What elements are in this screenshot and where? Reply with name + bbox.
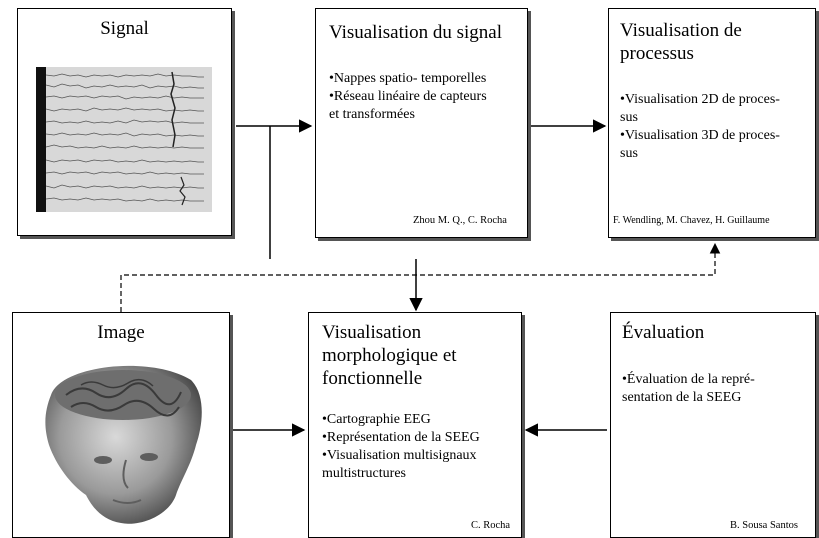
signal-box: Signal xyxy=(17,8,232,236)
vis-morpho-title: Visualisation morphologique et fonctionn… xyxy=(322,322,457,389)
dashed-link-image-to-process xyxy=(120,242,721,312)
list-item: sus xyxy=(620,110,638,125)
signal-title: Signal xyxy=(100,18,149,39)
eval-box: Évaluation •Évaluation de la repré- sent… xyxy=(610,312,816,538)
list-item: •Représentation de la SEEG xyxy=(322,430,480,445)
list-item: •Visualisation multisignaux xyxy=(322,448,477,463)
list-item: •Visualisation 3D de proces- xyxy=(620,128,780,143)
eval-list: •Évaluation de la repré- sentation de la… xyxy=(622,371,755,407)
list-item: multistructures xyxy=(322,466,406,481)
vis-morpho-list: •Cartographie EEG •Représentation de la … xyxy=(322,411,480,483)
list-item: •Cartographie EEG xyxy=(322,412,431,427)
eval-title: Évaluation xyxy=(622,322,705,343)
eval-credit: B. Sousa Santos xyxy=(730,520,798,531)
vis-process-credit: F. Wendling, M. Chavez, H. Guillaume xyxy=(613,215,770,226)
vis-morpho-credit: C. Rocha xyxy=(471,520,511,531)
vis-signal-credit: Zhou M. Q., C. Rocha xyxy=(413,215,507,226)
vis-process-title: Visualisation de processus xyxy=(620,20,742,64)
vis-process-box: Visualisation de processus •Visualisatio… xyxy=(608,8,816,238)
list-item: •Nappes spatio- temporelles xyxy=(329,71,487,86)
image-box: Image xyxy=(12,312,230,538)
list-item: •Visualisation 2D de proces- xyxy=(620,92,780,107)
signal-eeg-image xyxy=(36,67,212,212)
list-item: sus xyxy=(620,146,638,161)
list-item: •Évaluation de la repré- xyxy=(622,372,755,387)
list-item: •Réseau linéaire de capteurs xyxy=(329,89,487,104)
image-title: Image xyxy=(97,322,145,343)
vis-process-list: •Visualisation 2D de proces- sus •Visual… xyxy=(620,91,780,163)
vis-signal-title: Visualisation du signal xyxy=(329,22,503,43)
list-item: sentation de la SEEG xyxy=(622,390,742,405)
vis-signal-box: Visualisation du signal •Nappes spatio- … xyxy=(315,8,528,238)
vis-signal-list: •Nappes spatio- temporelles •Réseau liné… xyxy=(329,70,487,124)
vis-morpho-box: Visualisation morphologique et fonctionn… xyxy=(308,312,522,538)
list-item: et transformées xyxy=(329,107,415,122)
head-3d-image xyxy=(45,365,202,524)
